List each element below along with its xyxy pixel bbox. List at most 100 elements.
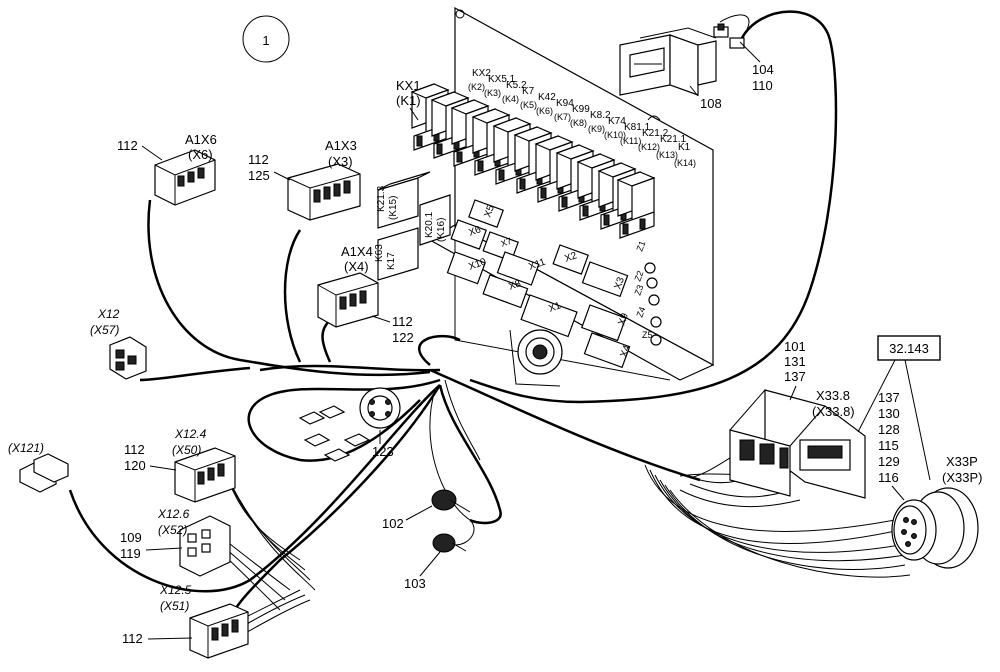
svg-text:X9: X9 — [616, 311, 631, 327]
relay-label-bottom: (K2) — [468, 82, 485, 92]
plug-103: 103 — [404, 533, 467, 591]
svg-text:X4: X4 — [618, 343, 633, 359]
callout-112: 112 — [392, 314, 413, 329]
callout-103: 103 — [404, 576, 426, 591]
relay-label-bottom: (K12) — [638, 142, 660, 152]
x33p-alt-label: (X33P) — [942, 470, 982, 485]
relay-row — [410, 83, 656, 239]
kx1-label: KX1 — [396, 78, 421, 93]
svg-text:X8: X8 — [507, 278, 523, 293]
connector-x33p: 137 130 128 115 129 116 X33P (X33P) — [878, 390, 982, 569]
relay-label-bottom: (K5) — [520, 100, 537, 110]
callout-108: 108 — [700, 96, 722, 111]
relay-board: KX2 KX5.1 K5.2 K7 K42 K94 K99 K8.2 K74 K… — [374, 6, 715, 387]
svg-text:X7: X7 — [499, 236, 513, 249]
board-connector-x8: X8 — [482, 274, 529, 309]
k21-3-label: K21.3 — [376, 185, 387, 212]
connector-x12-5: X12.5 (X51) 112 — [122, 583, 249, 659]
svg-text:Z3: Z3 — [632, 283, 645, 296]
svg-text:Z2: Z2 — [632, 269, 645, 282]
svg-text:X6: X6 — [467, 224, 483, 239]
callout-112: 112 — [248, 152, 269, 167]
x12-6-alt-label: (X52) — [158, 523, 187, 537]
k16-label: (K16) — [436, 218, 447, 242]
x12-6-label: X12.6 — [157, 507, 190, 521]
relay-label-top: K74 — [608, 116, 626, 127]
svg-text:Z4: Z4 — [634, 305, 647, 318]
relay-label-bottom: (K10) — [604, 130, 626, 140]
svg-text:X2: X2 — [563, 250, 579, 265]
relay-label-top: K21.1 — [660, 134, 687, 145]
relay-k20-1: K20.1 (K16) — [419, 194, 451, 246]
board-connector-x1: X1 — [520, 294, 578, 338]
svg-text:X1: X1 — [547, 300, 563, 315]
svg-text:X5: X5 — [482, 203, 497, 219]
x12-label: X12 — [97, 307, 120, 321]
connector-a1x6: 112 A1X6 (X6) — [117, 132, 217, 206]
callout-119: 119 — [120, 546, 141, 561]
relay-label-bottom: (K14) — [674, 158, 696, 168]
relay-label-bottom: (K4) — [502, 94, 519, 104]
x12-alt-label: (X57) — [90, 323, 119, 337]
relay-label-top: K1 — [678, 142, 691, 153]
figure-number-badge: 1 — [242, 15, 290, 63]
x121-label: (X121) — [8, 441, 44, 455]
callout-129: 129 — [878, 454, 900, 469]
svg-text:X3: X3 — [612, 275, 627, 291]
figure-number: 1 — [262, 33, 269, 48]
relay-label-top: KX2 — [472, 68, 491, 79]
k15-label: (K15) — [388, 196, 399, 220]
connector-x12: X12 (X57) — [90, 307, 147, 380]
component-z2: Z2 — [632, 269, 658, 289]
svg-text:Z1: Z1 — [634, 239, 647, 252]
reference-value: 32.143 — [889, 341, 929, 356]
connector-x12-6: X12.6 (X52) 109 119 — [120, 507, 231, 577]
board-connector-x10: X10 — [446, 251, 488, 285]
callout-130: 130 — [878, 406, 900, 421]
relay-label-top: K99 — [572, 104, 590, 115]
x12-4-label: X12.4 — [174, 427, 207, 441]
relay-label-bottom: (K13) — [656, 150, 678, 160]
kx1-alt-label: (K1) — [396, 93, 421, 108]
callout-137: 137 — [784, 369, 806, 384]
board-connector-x3: X3 — [581, 261, 629, 298]
board-connector-x2: X2 — [552, 244, 589, 275]
relay-label-bottom: (K3) — [484, 88, 501, 98]
callout-109: 109 — [120, 530, 142, 545]
callout-128: 128 — [878, 422, 900, 437]
callout-101: 101 — [784, 339, 806, 354]
connector-x12-4: X12.4 (X50) 112 120 — [124, 427, 236, 503]
relay-label-bottom: (K9) — [588, 124, 605, 134]
relay-label-bottom: (K6) — [536, 106, 553, 116]
a1x4-label: A1X4 — [341, 244, 373, 259]
callout-112: 112 — [117, 138, 138, 153]
callout-137: 137 — [878, 390, 900, 405]
x33-8-alt-label: (X33.8) — [812, 404, 855, 419]
blade-terminals — [298, 405, 371, 462]
connector-x33-8: 101 131 137 X33.8 (X33.8) — [729, 339, 866, 499]
a1x4-alt-label: (X4) — [344, 259, 369, 274]
component-z4: Z4 — [634, 305, 662, 328]
component-z5: Z5 — [642, 330, 662, 346]
relay-label-bottom: (K7) — [554, 112, 571, 122]
callout-104: 104 — [752, 62, 774, 77]
callout-110: 110 — [752, 78, 773, 93]
board-connector-x4: X4 — [583, 332, 633, 369]
x33p-label: X33P — [946, 454, 978, 469]
connector-a1x4: A1X4 (X4) 112 122 — [317, 244, 414, 345]
k17-label: K17 — [386, 252, 397, 270]
callout-115: 115 — [878, 438, 899, 453]
callout-102: 102 — [382, 516, 404, 531]
k63-label: K63 — [374, 244, 385, 262]
x33-8-label: X33.8 — [816, 388, 850, 403]
relay-label-top: K7 — [522, 86, 535, 97]
board-round-connector — [509, 329, 563, 387]
callout-131: 131 — [784, 354, 806, 369]
relay-k63: K63 K17 — [374, 227, 419, 281]
relay-label-bottom: (K11) — [620, 136, 641, 146]
component-z3: Z3 — [632, 283, 660, 306]
a1x3-alt-label: (X3) — [328, 154, 353, 169]
connector-a1x3: 112 125 A1X3 (X3) — [248, 138, 361, 221]
